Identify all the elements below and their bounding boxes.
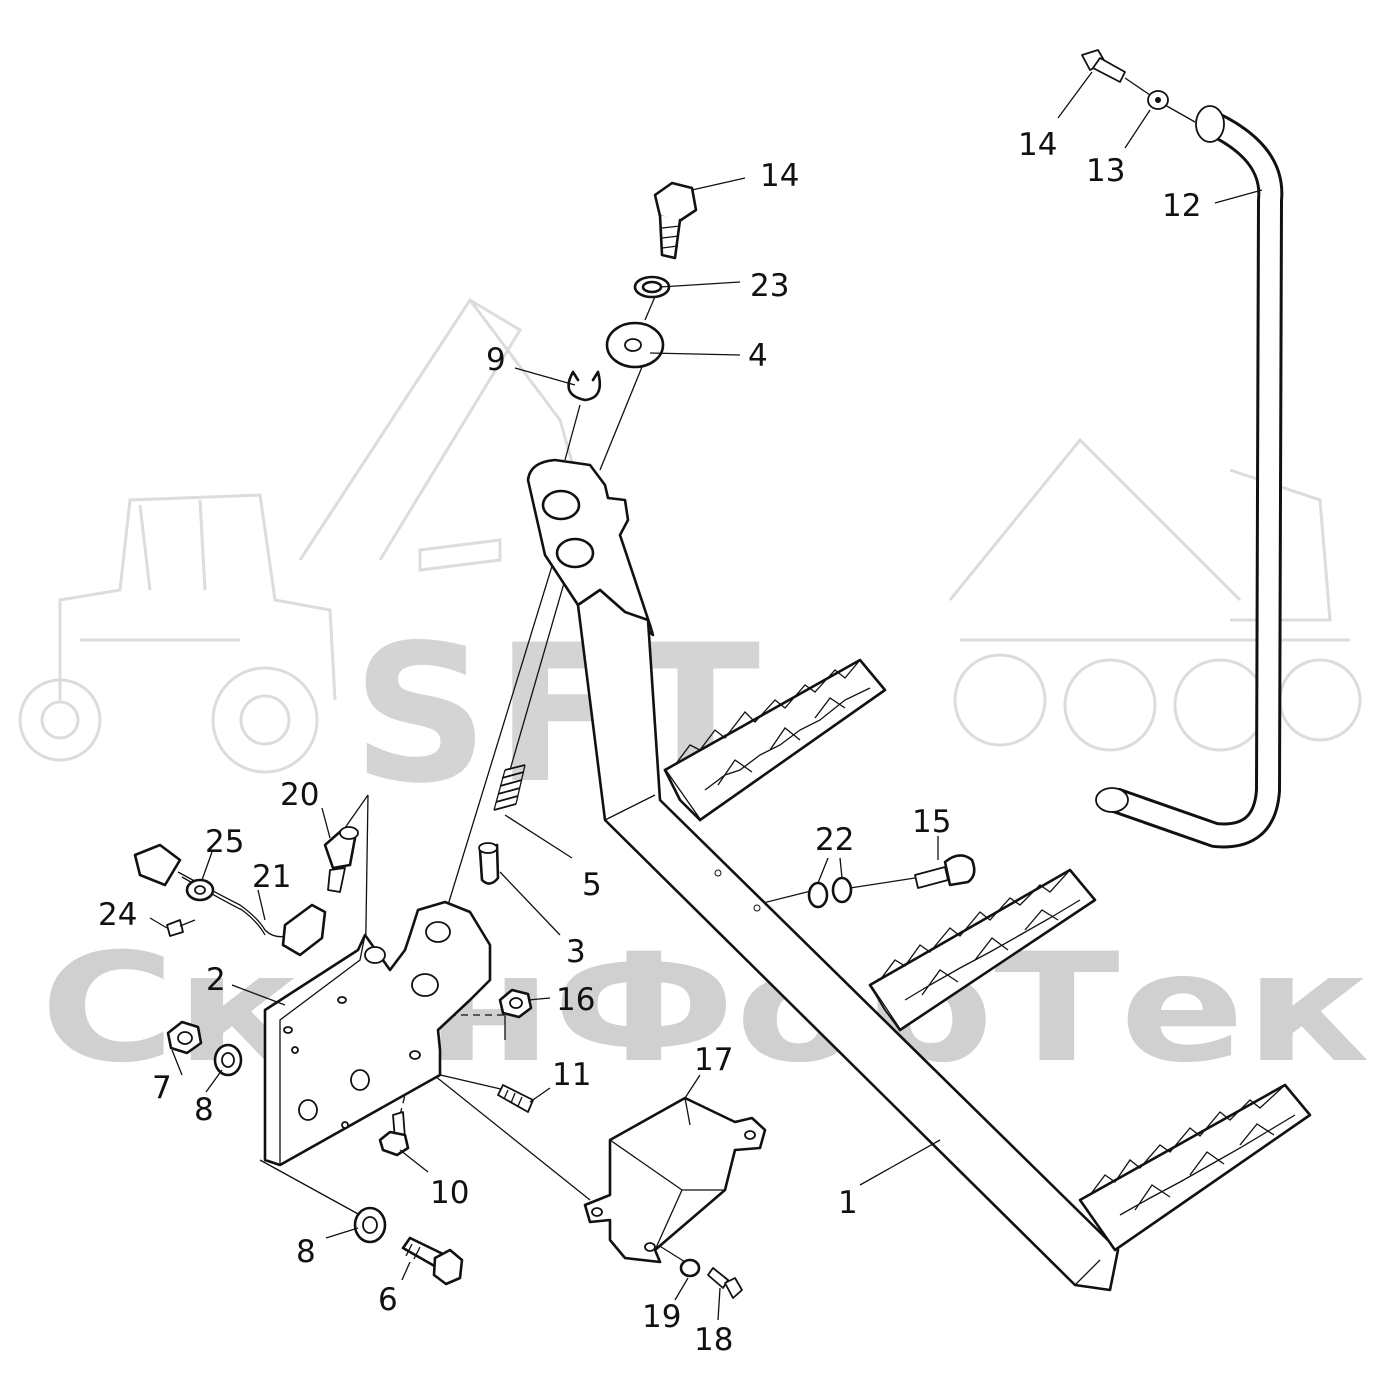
part-9-circlip: [567, 370, 602, 402]
callout-6: 6: [378, 1282, 398, 1318]
part-22-washer: [807, 881, 829, 909]
part-17-cover: [583, 1096, 767, 1264]
part-6-bolt: [401, 1236, 464, 1286]
excavator-outline-icon: [948, 437, 1362, 752]
callout-12: 12: [1162, 188, 1201, 224]
part-22-washer: [831, 876, 853, 904]
callout-20: 20: [280, 777, 319, 813]
callout-17: 17: [694, 1042, 733, 1078]
callout-13: 13: [1086, 153, 1125, 189]
callout-24: 24: [98, 897, 137, 933]
callout-14: 14: [1018, 127, 1057, 163]
callout-22: 22: [815, 822, 854, 858]
callout-8: 8: [296, 1234, 316, 1270]
part-18-screw: [707, 1267, 743, 1299]
part-15-bolt: [914, 854, 976, 889]
part-3-pin: [478, 842, 500, 885]
callout-labels: 1 2 3 4 5 6 7 8 8 9 10 11 12 13 14 14 15…: [98, 127, 1201, 1358]
callout-16: 16: [556, 982, 595, 1018]
part-14-bolt: [653, 181, 698, 260]
callout-8: 8: [194, 1092, 214, 1128]
callout-15: 15: [912, 804, 951, 840]
watermark: SFT СканФорТек: [18, 297, 1370, 1096]
part-12-handrail: [1095, 105, 1284, 849]
callout-leaders: [149, 71, 1263, 1321]
callout-11: 11: [552, 1057, 591, 1093]
callout-5: 5: [582, 867, 602, 903]
tractor-outline-icon: [18, 493, 337, 774]
part-10-bolt: [378, 1111, 410, 1157]
watermark-company: СканФорТек: [40, 922, 1370, 1096]
callout-25: 25: [205, 824, 244, 860]
callout-1: 1: [838, 1185, 858, 1221]
part-2-bracket: [263, 900, 492, 1167]
callout-19: 19: [642, 1299, 681, 1335]
part-4-spacer: [605, 321, 665, 369]
part-5-spring: [493, 764, 526, 811]
callout-4: 4: [748, 338, 768, 374]
callout-10: 10: [430, 1175, 469, 1211]
callout-9: 9: [486, 342, 506, 378]
part-25-grommet: [185, 878, 215, 902]
part-24-screw: [166, 919, 196, 937]
callout-18: 18: [694, 1322, 733, 1358]
callout-7: 7: [152, 1070, 172, 1106]
part-20-sensor: [323, 826, 359, 893]
callout-2: 2: [206, 962, 226, 998]
part-19-washer: [679, 1258, 701, 1278]
part-14-bolt-small: [1081, 49, 1126, 83]
callout-21: 21: [252, 859, 291, 895]
callout-3: 3: [566, 934, 586, 970]
callout-23: 23: [750, 268, 789, 304]
part-1-step-ladder: [526, 458, 1312, 1292]
callout-14: 14: [760, 158, 799, 194]
